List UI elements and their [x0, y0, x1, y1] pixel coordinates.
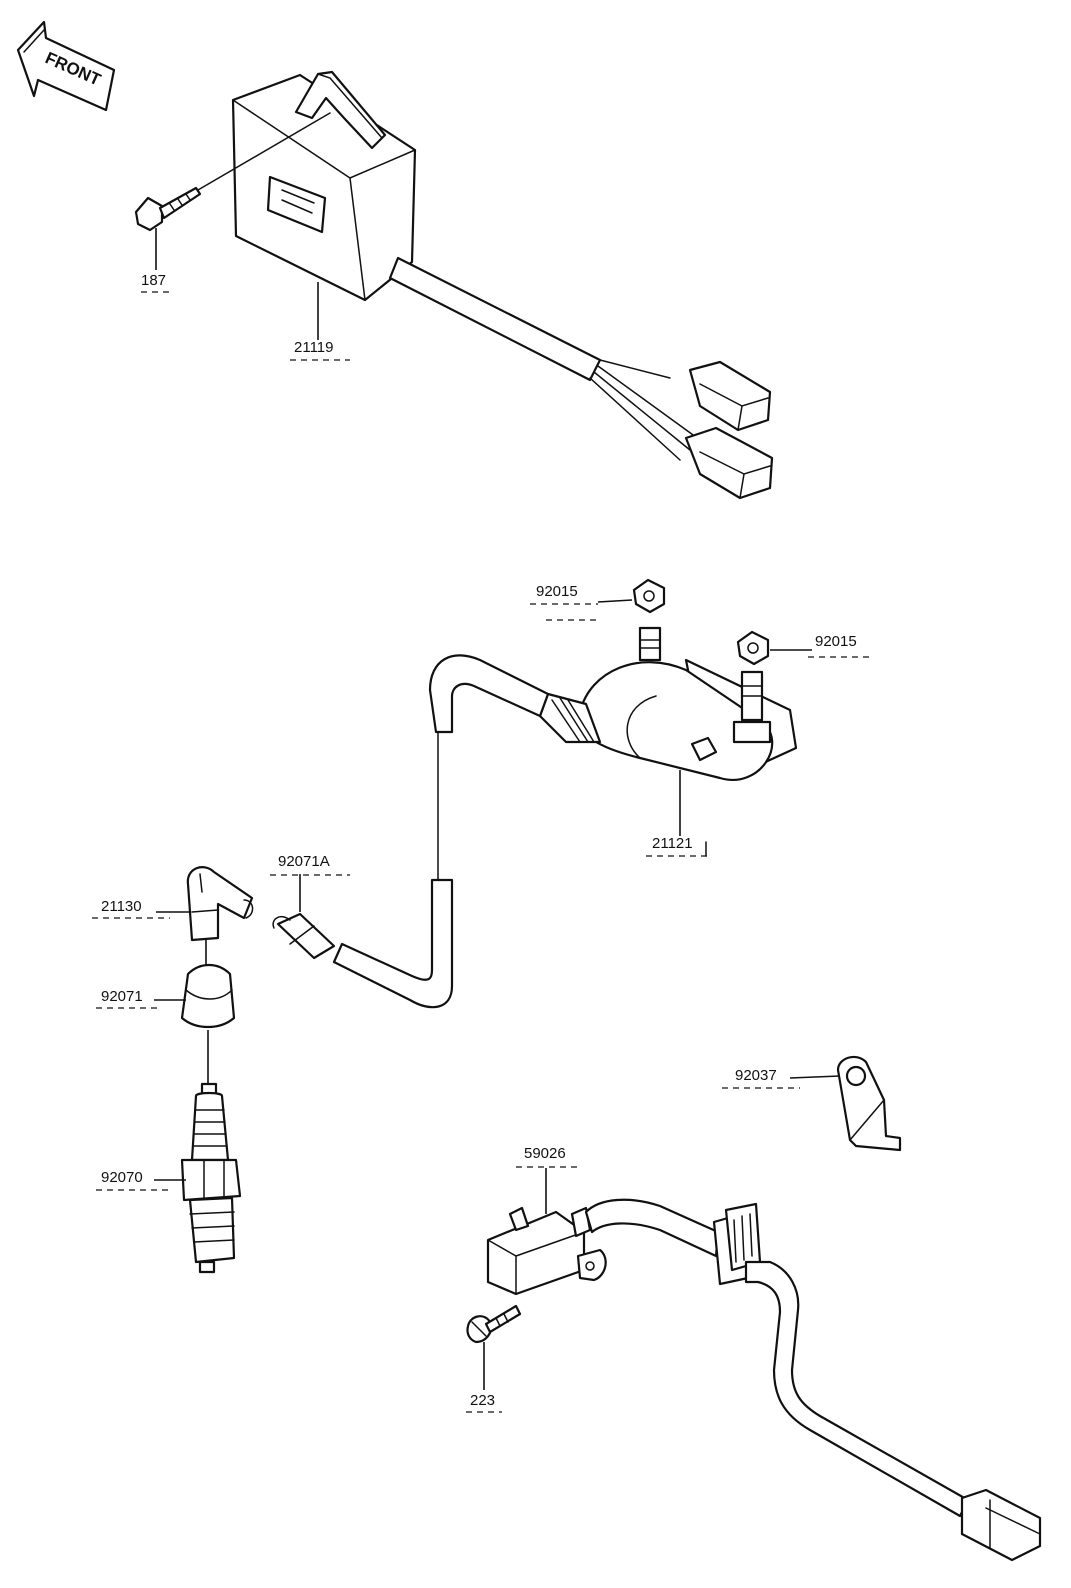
cdi-unit: [231, 70, 774, 500]
bolt-187: [134, 112, 331, 232]
label-92071A: 92071A: [278, 853, 330, 870]
label-21119: 21119: [294, 339, 334, 356]
bracket-92037: [836, 1055, 902, 1152]
spark-plug-92070: [180, 1082, 242, 1274]
label-21121: 21121: [652, 835, 693, 852]
pickup-wire-harness: [584, 1198, 1042, 1562]
cap-92071A: [272, 912, 336, 960]
screw-223: [466, 1304, 522, 1344]
label-59026: 59026: [524, 1145, 566, 1162]
label-92015-left: 92015: [536, 583, 578, 600]
high-tension-lead: [332, 654, 550, 1009]
cdi-connector-lower: [684, 426, 774, 500]
rubber-cap-92071: [180, 963, 236, 1029]
plug-cap-21130: [186, 866, 254, 942]
front-arrow-icon: FRONT: [16, 20, 116, 112]
label-92015-right: 92015: [815, 633, 857, 650]
label-92071: 92071: [101, 988, 143, 1005]
label-92037: 92037: [735, 1067, 777, 1084]
label-21130: 21130: [101, 898, 142, 915]
cdi-connector-upper: [688, 360, 772, 432]
nut-92015-left: [632, 578, 666, 614]
label-92070: 92070: [101, 1169, 143, 1186]
ignition-coil: [538, 626, 798, 781]
pickup-unit-59026: [486, 1206, 607, 1296]
nut-92015-right: [736, 630, 770, 666]
label-223: 223: [470, 1392, 495, 1409]
label-187: 187: [141, 272, 166, 289]
